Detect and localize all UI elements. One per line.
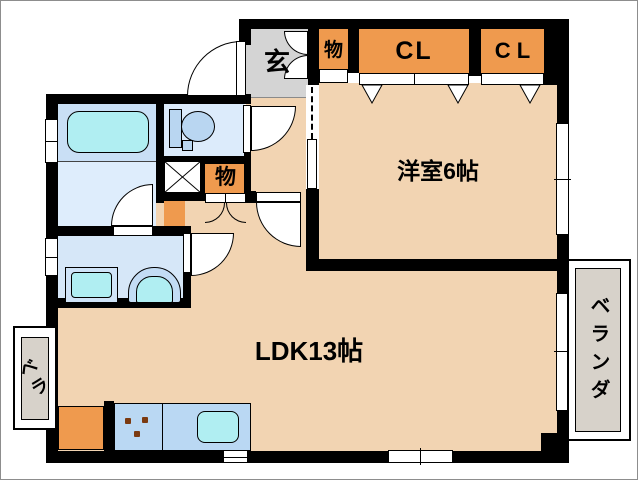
wall-kitchen-left [104, 401, 114, 453]
entrance-label: 玄 [263, 47, 290, 77]
window-right-western [554, 123, 571, 235]
ldk-door-panel [256, 192, 301, 202]
closet-2-floor [481, 29, 544, 76]
sliding-door-panel [307, 139, 317, 189]
wall-right-upper [557, 29, 569, 123]
bathtub [67, 111, 149, 153]
wall-top [239, 19, 569, 29]
closet-2-door [481, 73, 544, 85]
bathroom-door-panel [113, 226, 153, 236]
wall-shaft-storage-div [199, 164, 205, 193]
wall-bottom [46, 451, 569, 463]
wall-closet-end [544, 29, 557, 85]
wall-door-bit [246, 191, 256, 203]
entrance-door-arc [187, 41, 242, 96]
wall-toilet-bottom [164, 156, 251, 164]
toilet-bowl [181, 111, 215, 142]
wall-topleft-block [46, 94, 251, 104]
closet-1-label: CL [395, 36, 433, 65]
window-left-washroom [45, 238, 58, 276]
wall-hall-left [244, 151, 251, 193]
wall-below-shaft [156, 193, 205, 201]
closet-1-floor [359, 29, 469, 76]
wall-closet-div1 [348, 29, 359, 73]
ldk-label: LDK13帖 [254, 336, 364, 366]
storage-top-floor [319, 29, 348, 73]
storage-mid-label: 物 [215, 166, 236, 189]
balcony-left-deck [21, 337, 49, 420]
toilet-tank [169, 109, 182, 148]
washbasin-bowl [136, 276, 173, 303]
shaft-box [164, 161, 201, 193]
wall-entrance-right [308, 29, 319, 85]
orange-block-kitchen [58, 406, 104, 450]
entrance-door-panel [236, 41, 246, 96]
western-room-label: 洋室6帖 [397, 157, 479, 184]
sliding-door-dash [311, 87, 313, 139]
window-bottom-kitchen [223, 450, 248, 463]
washroom-door-panel [183, 233, 191, 273]
window-left-bath [45, 119, 58, 163]
wall-western-ldk-divider [306, 259, 569, 271]
folding-door-mark-icon [447, 84, 469, 104]
wall-washroom-bottom [46, 298, 191, 308]
kitchen-sink [197, 411, 239, 443]
toilet-step [182, 140, 193, 151]
closet-2-label: C L [494, 38, 531, 63]
wall-bath-toilet [156, 94, 164, 203]
stove-burner-icon [125, 418, 131, 424]
stove-burner-icon [142, 417, 148, 423]
folding-door-mark-icon [361, 84, 383, 104]
window-bottom-ldk [388, 448, 453, 465]
orange-block-corridor [164, 199, 185, 226]
western-room-floor [319, 83, 557, 261]
stove-burner-icon [134, 431, 140, 437]
toilet-door-panel [243, 105, 251, 153]
storage-mid-door-bar [205, 193, 246, 203]
storage-top-label: 物 [323, 39, 343, 61]
washing-machine-pan-inner [71, 272, 112, 298]
balcony-right-label: ベランダ [587, 295, 609, 407]
storage-top-door [319, 69, 348, 83]
wall-closet-div2 [469, 29, 481, 76]
wall-hall-western-divider [306, 189, 319, 271]
balcony-right-deck [575, 268, 621, 432]
storage-mid-floor [204, 160, 247, 194]
folding-door-mark-icon [519, 84, 541, 104]
closet-1-door [359, 73, 469, 85]
